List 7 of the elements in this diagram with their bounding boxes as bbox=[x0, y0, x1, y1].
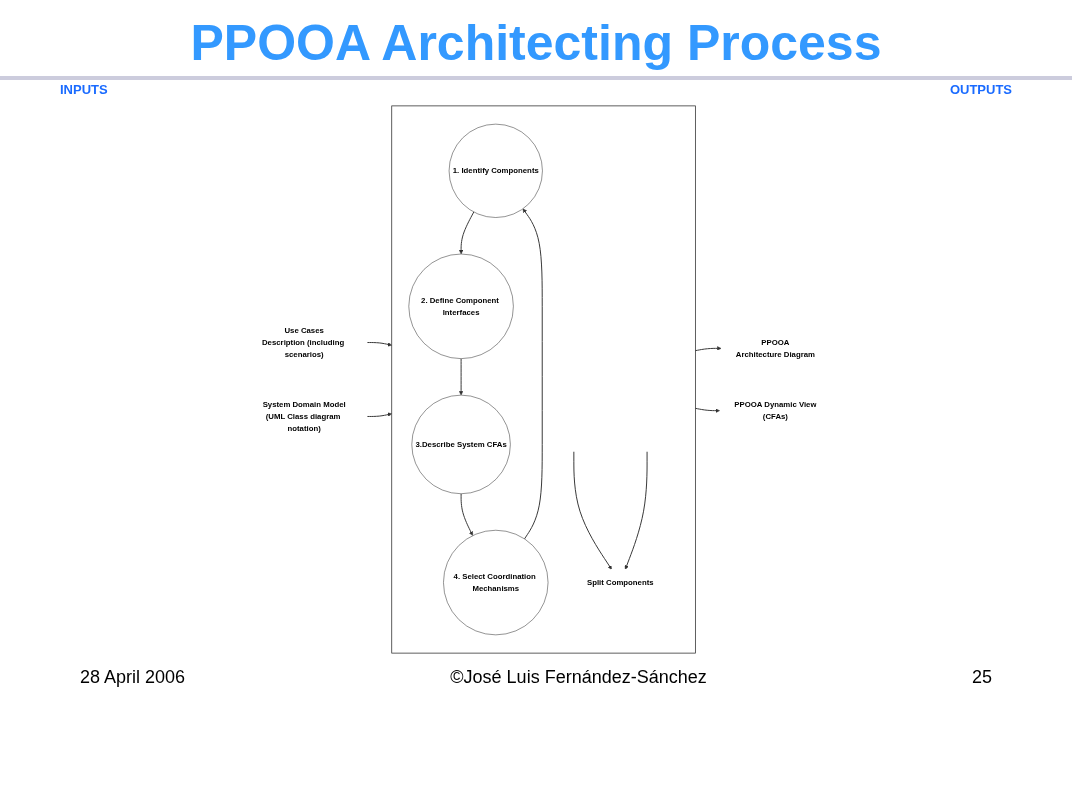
page-number: 25 bbox=[971, 667, 992, 688]
date-text: 28 April 2006 bbox=[80, 667, 186, 688]
column-heading: INPUTS bbox=[60, 82, 108, 97]
author-credit: ©José Luis Fernández-Sánchez bbox=[450, 667, 707, 688]
cluster bbox=[391, 105, 696, 653]
column-heading: OUTPUTS bbox=[949, 82, 1012, 97]
slide-title: PPOOA Architecting Process bbox=[0, 14, 1072, 80]
